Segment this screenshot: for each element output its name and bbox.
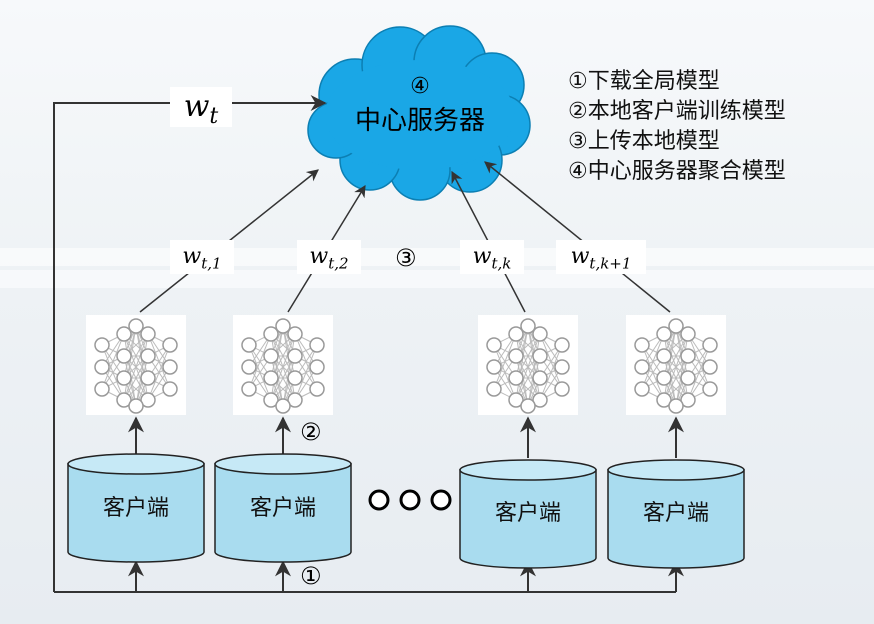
legend-item-aggregate: ④中心服务器聚合模型 bbox=[568, 159, 786, 184]
cloud-shape bbox=[307, 25, 531, 201]
neural-network-icon bbox=[233, 315, 333, 415]
download-loop-line bbox=[53, 95, 327, 592]
client-label-2: 客户端 bbox=[249, 496, 316, 521]
train-step-marker: ② bbox=[300, 418, 322, 446]
client-cylinder bbox=[67, 453, 205, 563]
client-cylinder bbox=[607, 459, 745, 569]
legend-item-download: ①下载全局模型 bbox=[568, 69, 720, 94]
local-weight-label-4: wt,k+1 bbox=[556, 240, 646, 274]
server-marker: ④ bbox=[410, 74, 430, 99]
neural-network-icon bbox=[478, 315, 578, 415]
local-weight-label-3: wt,k bbox=[460, 240, 524, 274]
local-weight-label-1: wt,1 bbox=[170, 240, 234, 274]
client-label-4: 客户端 bbox=[642, 501, 709, 526]
client-cylinder bbox=[459, 459, 597, 569]
server-label: 中心服务器 bbox=[354, 106, 485, 136]
download-step-marker: ① bbox=[300, 562, 322, 590]
legend: ①下载全局模型 ②本地客户端训练模型 ③上传本地模型 ④中心服务器聚合模型 bbox=[568, 67, 786, 187]
client-label-1: 客户端 bbox=[102, 496, 169, 521]
global-weight-label: wt bbox=[170, 87, 232, 129]
legend-item-train: ②本地客户端训练模型 bbox=[568, 99, 786, 124]
client-cylinder bbox=[214, 453, 352, 563]
neural-network-icon bbox=[86, 315, 186, 415]
ellipsis-circles bbox=[368, 489, 452, 511]
neural-network-icon bbox=[626, 315, 726, 415]
legend-item-upload: ③上传本地模型 bbox=[568, 129, 720, 154]
client-label-3: 客户端 bbox=[494, 501, 561, 526]
upload-arrow-4 bbox=[484, 161, 671, 313]
local-weight-label-2: wt,2 bbox=[297, 240, 361, 274]
upload-step-marker: ③ bbox=[395, 244, 417, 272]
